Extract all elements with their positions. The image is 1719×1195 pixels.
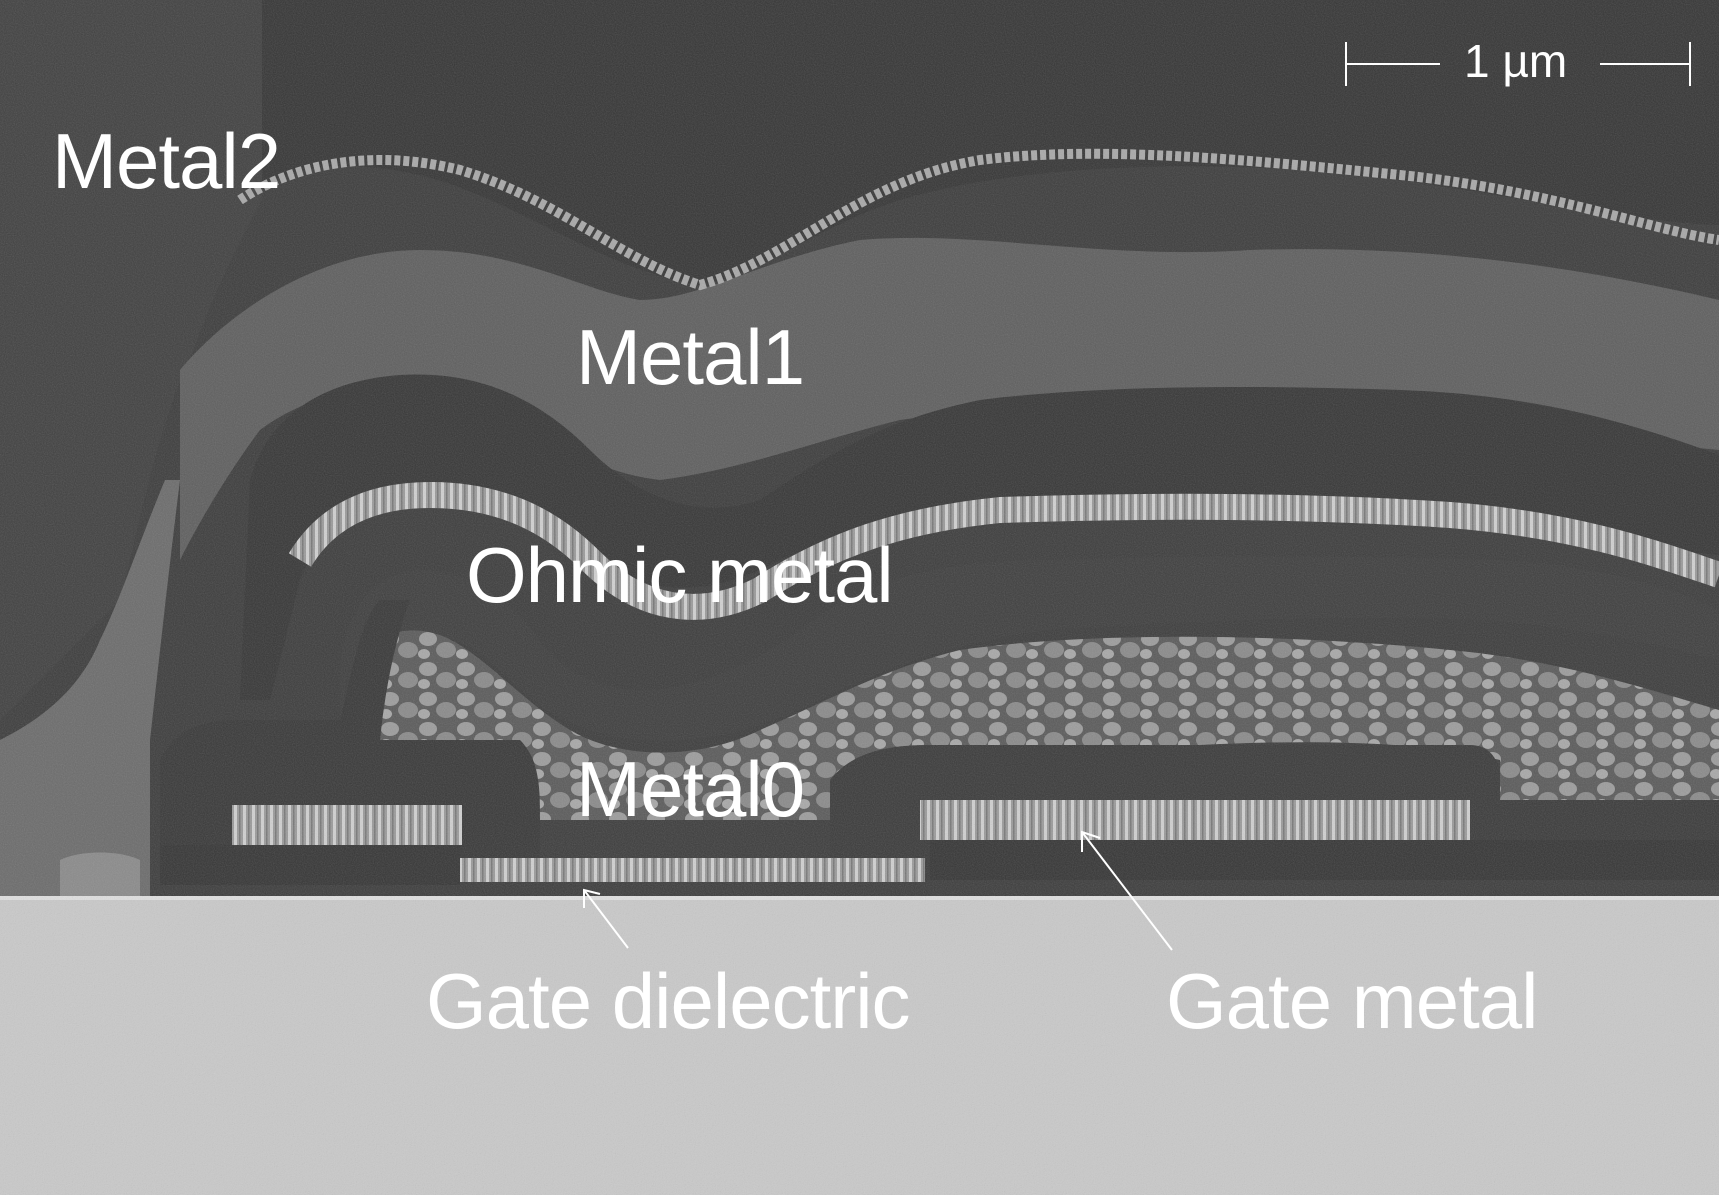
metal2-label: Metal2 — [52, 117, 281, 205]
ohmic-metal-label: Ohmic metal — [466, 531, 894, 619]
gate-dielectric-arrow — [583, 888, 629, 949]
gate-dielectric-label: Gate dielectric — [426, 957, 911, 1045]
gate-metal-label: Gate metal — [1166, 957, 1539, 1045]
metal1-label: Metal1 — [576, 313, 805, 401]
scale-bar-label: 1 µm — [1464, 35, 1568, 87]
gate-metal-arrow — [1081, 830, 1173, 951]
metal0-label: Metal0 — [576, 745, 805, 833]
scale-bar — [1345, 42, 1691, 86]
